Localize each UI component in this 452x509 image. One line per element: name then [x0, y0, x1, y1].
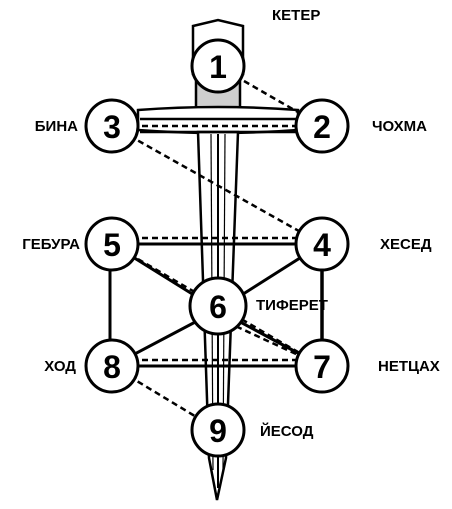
- label-chokhma: ЧОХМА: [372, 118, 427, 135]
- label-gebura: ГЕБУРА: [22, 236, 80, 253]
- label-yesod: ЙЕСОД: [260, 422, 314, 440]
- node-circle-9: [190, 402, 246, 458]
- path-3-4: [111, 124, 323, 246]
- node-circle-8: [84, 338, 140, 394]
- node-number-6: 6: [209, 289, 227, 325]
- node-circle-3: [84, 98, 140, 154]
- node-number-9: 9: [209, 413, 227, 449]
- node-circle-7: [294, 338, 350, 394]
- label-keter: КЕТЕР: [272, 7, 320, 24]
- node-number-5: 5: [103, 227, 121, 263]
- label-bina: БИНА: [35, 118, 78, 135]
- node-9: 9: [190, 402, 246, 458]
- sephirot: 1 2 3 4 5 6 7 8: [84, 38, 350, 458]
- node-number-4: 4: [313, 227, 331, 263]
- node-1: 1: [190, 38, 246, 94]
- label-tiferet: ТИФЕРЕТ: [256, 297, 328, 314]
- node-number-1: 1: [209, 49, 227, 85]
- crossguard-rails: [140, 117, 296, 134]
- node-circle-6: [188, 276, 248, 336]
- node-circle-4: [294, 216, 350, 272]
- sephirot-labels: КЕТЕР ЧОХМА БИНА ХЕСЕД ГЕБУРА ТИФЕРЕТ НЕ…: [22, 7, 440, 440]
- node-5: 5: [84, 216, 140, 272]
- node-6: 6: [188, 276, 248, 336]
- node-8: 8: [84, 338, 140, 394]
- node-4: 4: [294, 216, 350, 272]
- node-number-3: 3: [103, 109, 121, 145]
- node-circle-1: [190, 38, 246, 94]
- node-circle-2: [294, 98, 350, 154]
- node-number-8: 8: [103, 349, 121, 385]
- label-khod: ХОД: [44, 358, 76, 375]
- node-2: 2: [294, 98, 350, 154]
- node-circle-5: [84, 216, 140, 272]
- label-netzakh: НЕТЦАХ: [378, 358, 440, 375]
- node-number-2: 2: [313, 109, 331, 145]
- node-number-7: 7: [313, 349, 331, 385]
- node-3: 3: [84, 98, 140, 154]
- node-7: 7: [294, 338, 350, 394]
- label-khesed: ХЕСЕД: [380, 236, 432, 253]
